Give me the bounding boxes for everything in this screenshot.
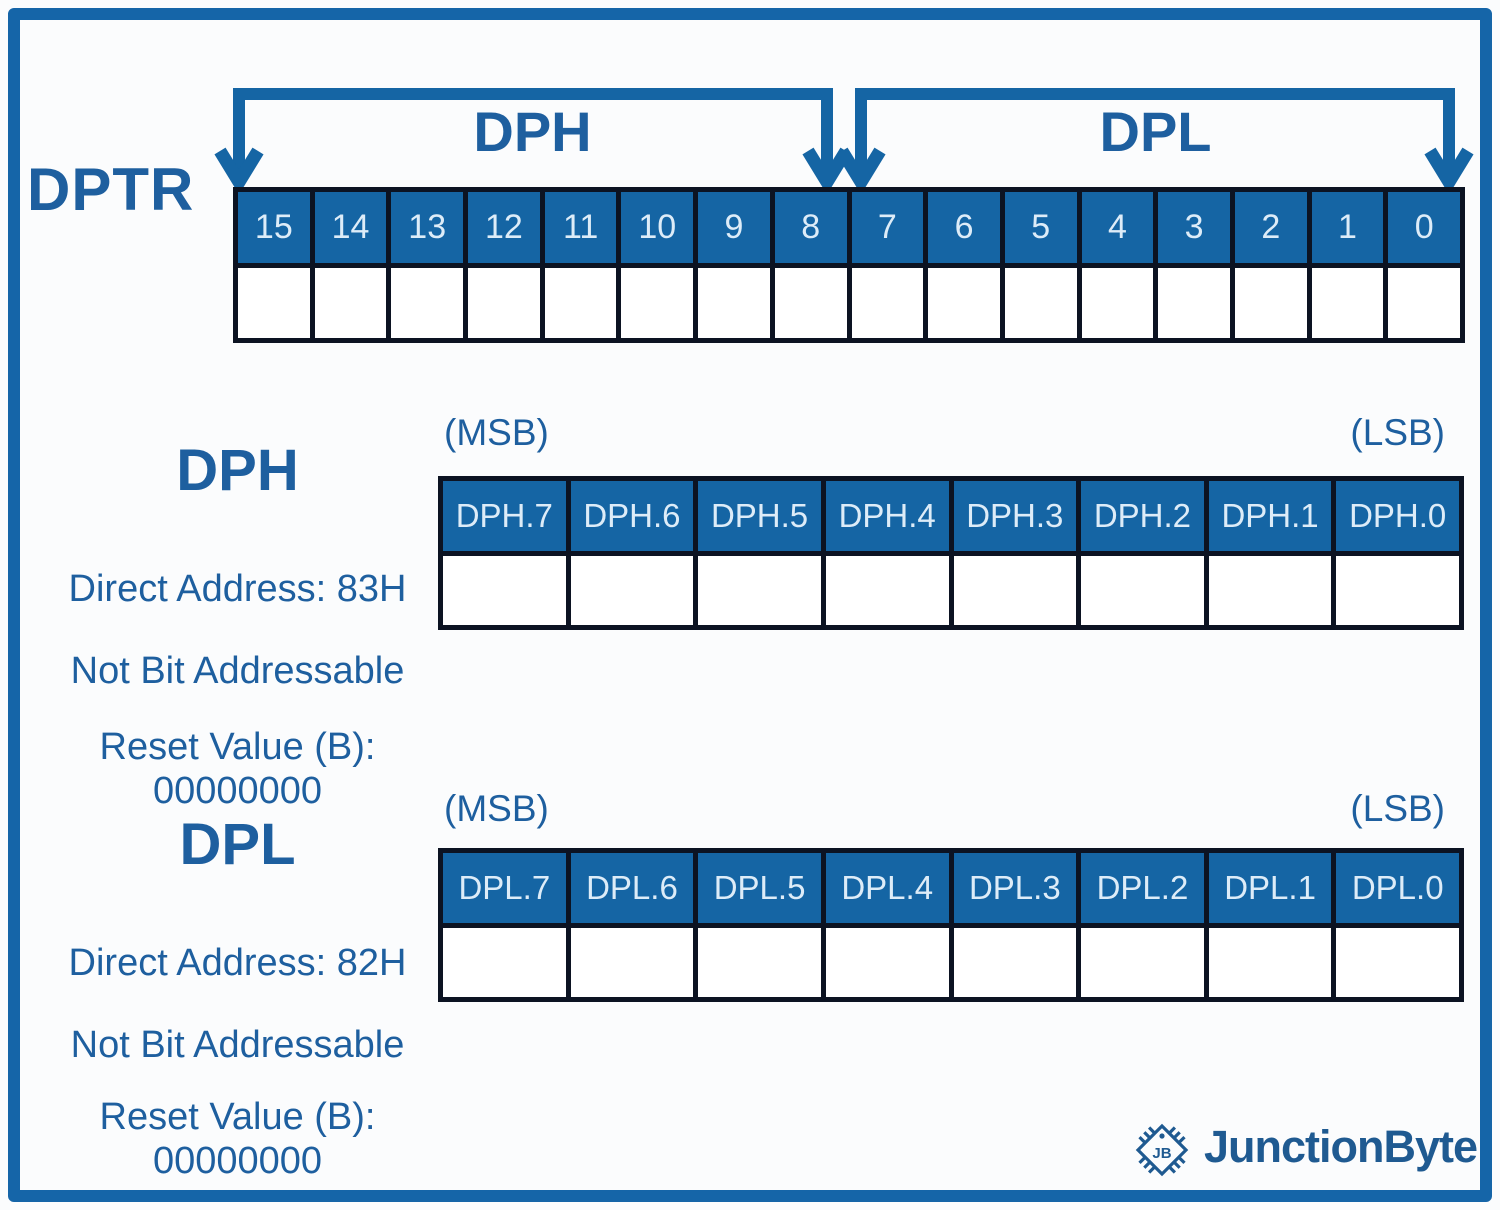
dptr-bit-header: 4: [1081, 192, 1154, 263]
dpl-msb-label: (MSB): [444, 788, 549, 829]
dptr-bit-header: 1: [1311, 192, 1384, 263]
dpl-bit-value: [698, 927, 821, 997]
dph-bit-value: [443, 555, 566, 625]
dpl-bit-header: DPL.6: [570, 853, 694, 923]
dpl-bracket-label: DPL: [1099, 100, 1212, 163]
dpl-bit-value: [1081, 927, 1204, 997]
dph-bit-header: DPH.1: [1208, 481, 1332, 551]
dph-bit-header: DPH.2: [1081, 481, 1204, 551]
dptr-bit-value: [468, 267, 540, 338]
dph-bit-header: DPH.3: [953, 481, 1077, 551]
dph-msb-label: (MSB): [444, 412, 549, 453]
dph-bit-value: [953, 555, 1077, 625]
dptr-bit-header: 14: [314, 192, 387, 263]
dptr-bit-header: 9: [698, 192, 770, 263]
dph-bit-value: [825, 555, 949, 625]
dptr-bit-value: [314, 267, 387, 338]
dptr-bit-value: [851, 267, 924, 338]
dptr-bit-header: 15: [238, 192, 310, 263]
dpl-bit-header: DPL.3: [953, 853, 1077, 923]
dptr-bit-header: 13: [391, 192, 464, 263]
dph-bit-value: [570, 555, 694, 625]
dpl-bit-header: DPL.5: [698, 853, 821, 923]
dpl-bit-value: [570, 927, 694, 997]
dph-bit-value: [698, 555, 821, 625]
dpl-bit-header: DPL.7: [443, 853, 566, 923]
dptr-bit-value: [391, 267, 464, 338]
dpl-reset-value: Reset Value (B): 00000000: [99, 1096, 376, 1182]
svg-text:JB: JB: [1152, 1145, 1171, 1162]
dptr-bit-value: [621, 267, 694, 338]
dptr-bit-header: 2: [1234, 192, 1307, 263]
dph-bracket-label: DPH: [473, 100, 592, 163]
dpl-bit-value: [443, 927, 566, 997]
dph-bit-header: DPH.7: [443, 481, 566, 551]
dpl-bit-header: DPL.0: [1336, 853, 1459, 923]
dpl-bit-value: [825, 927, 949, 997]
dptr-bit-value: [774, 267, 847, 338]
dpl-bit-value: [1208, 927, 1332, 997]
dpl-direct-address: Direct Address: 82H: [68, 942, 407, 984]
dptr-bit-value: [238, 267, 310, 338]
dptr-bit-value: [1311, 267, 1384, 338]
outer-frame: [8, 8, 1492, 1202]
dptr-bit-header: 12: [468, 192, 540, 263]
dptr-bit-value: [698, 267, 770, 338]
dpl-bit-value: [953, 927, 1077, 997]
dph-bit-header: DPH.4: [825, 481, 949, 551]
dptr-bit-value: [928, 267, 1000, 338]
dptr-bit-header: 0: [1388, 192, 1460, 263]
dptr-bit-value: [1081, 267, 1154, 338]
dptr-bit-header: 10: [621, 192, 694, 263]
dpl-title: DPL: [179, 812, 296, 877]
dptr-bit-value: [544, 267, 617, 338]
dpl-lsb-label: (LSB): [1350, 788, 1445, 829]
dpl-bit-value: [1336, 927, 1459, 997]
dph-bit-addressable: Not Bit Addressable: [70, 650, 405, 692]
dph-bit-value: [1208, 555, 1332, 625]
dph-bit-header: DPH.0: [1336, 481, 1459, 551]
dptr-bit-header: 6: [928, 192, 1000, 263]
dpl-bit-addressable: Not Bit Addressable: [70, 1024, 405, 1066]
dptr-bit-header: 11: [544, 192, 617, 263]
dptr-label: DPTR: [27, 156, 195, 223]
dptr-bit-header: 7: [851, 192, 924, 263]
dptr-bit-header: 3: [1158, 192, 1230, 263]
dptr-bit-value: [1388, 267, 1460, 338]
dph-bit-value: [1081, 555, 1204, 625]
dph-direct-address: Direct Address: 83H: [68, 568, 407, 610]
dpl-bit-header: DPL.1: [1208, 853, 1332, 923]
dpl-bit-header: DPL.2: [1081, 853, 1204, 923]
chip-icon: JB: [1135, 1123, 1189, 1177]
dptr-bit-value: [1234, 267, 1307, 338]
dptr-bit-value: [1004, 267, 1077, 338]
dptr-bit-value: [1158, 267, 1230, 338]
brand-name: JunctionByte: [1204, 1121, 1478, 1172]
dph-bit-header: DPH.6: [570, 481, 694, 551]
dph-bit-value: [1336, 555, 1459, 625]
dptr-bit-header: 5: [1004, 192, 1077, 263]
dptr-bit-header: 8: [774, 192, 847, 263]
dph-bit-header: DPH.5: [698, 481, 821, 551]
dph-lsb-label: (LSB): [1350, 412, 1445, 453]
dpl-bit-header: DPL.4: [825, 853, 949, 923]
dph-title: DPH: [176, 438, 299, 503]
dph-reset-value: Reset Value (B): 00000000: [99, 726, 376, 812]
